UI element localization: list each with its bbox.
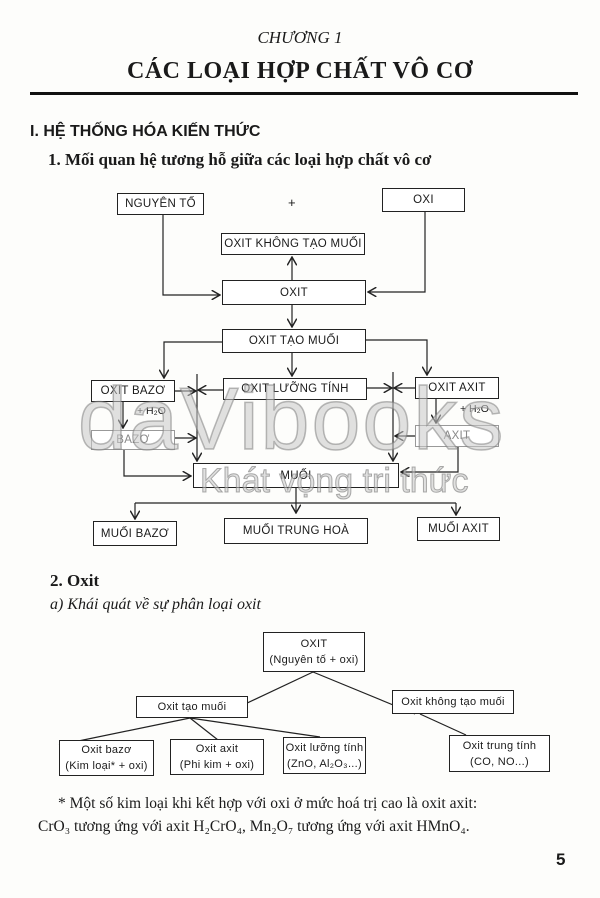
box-oxit-trung-tinh: Oxit trung tính (CO, NO...) — [449, 735, 550, 772]
box-oxit-luong-tinh: OXIT LƯỠNG TÍNH — [223, 378, 367, 400]
axit-line2: (Phi kim + oxi) — [179, 759, 255, 771]
bazo-line2: (Kim loại* + oxi) — [65, 760, 148, 772]
section-heading: I. HỆ THỐNG HÓA KIẾN THỨC — [30, 123, 261, 140]
box-muoi-bazo: MUỐI BAZƠ — [93, 521, 177, 546]
page-number: 5 — [556, 850, 566, 869]
box-muoi: MUỐI — [193, 463, 399, 488]
chapter-title: CÁC LOẠI HỢP CHẤT VÔ CƠ — [127, 58, 473, 84]
section-oxit-subheading: a) Khái quát về sự phân loại oxit — [50, 596, 261, 613]
box-nguyen-to: NGUYÊN TỐ — [117, 193, 204, 215]
box-muoi-trung-hoa: MUỐI TRUNG HOÀ — [224, 518, 368, 544]
label-h2o-right: + H₂O — [460, 403, 489, 415]
section-oxit-heading: 2. Oxit — [50, 571, 100, 590]
box-oxit-tao-muoi-2: Oxit tạo muối — [136, 696, 248, 718]
box-oxit: OXIT — [222, 280, 366, 305]
luong-tinh-line2: (ZnO, Al₂O₃...) — [287, 757, 362, 770]
box-oxit-bazo: OXIT BAZƠ — [91, 380, 175, 402]
box-oxi: OXI — [382, 188, 465, 212]
box-muoi-axit: MUỐI AXIT — [417, 517, 500, 541]
luong-tinh-line1: Oxit lưỡng tính — [285, 741, 364, 754]
trung-tinh-line2: (CO, NO...) — [470, 755, 529, 768]
subsection-heading: 1. Mối quan hệ tương hỗ giữa các loại hợ… — [48, 150, 432, 169]
axit-line1: Oxit axit — [195, 743, 239, 755]
title-rule — [30, 92, 578, 95]
footnote-line2: CrO₃ tương ứng với axit H₂CrO₄, Mn₂O₇ tư… — [38, 818, 470, 835]
box-oxit-tao-muoi: OXIT TẠO MUỐI — [222, 329, 366, 353]
footnote-line1: * Một số kim loại khi kết hợp với oxi ở … — [58, 795, 478, 812]
box-oxit-bazo-2: Oxit bazơ (Kim loại* + oxi) — [59, 740, 154, 776]
box-oxit-khong-tao-muoi: OXIT KHÔNG TẠO MUỐI — [221, 233, 365, 255]
root-line2: (Nguyên tố + oxi) — [269, 654, 359, 666]
label-h2o-left: + H₂O — [137, 405, 166, 417]
box-oxit-root: OXIT (Nguyên tố + oxi) — [263, 632, 365, 672]
box-oxit-axit: OXIT AXIT — [415, 377, 499, 399]
box-bazo: BAZƠ — [91, 430, 175, 450]
trung-tinh-line1: Oxit trung tính — [462, 739, 537, 752]
chapter-label: CHƯƠNG 1 — [257, 28, 343, 47]
box-oxit-luong-tinh-2: Oxit lưỡng tính (ZnO, Al₂O₃...) — [283, 737, 366, 774]
box-axit: AXIT — [415, 425, 499, 447]
root-line1: OXIT — [300, 638, 328, 650]
bazo-line1: Oxit bazơ — [81, 744, 132, 756]
box-oxit-axit-2: Oxit axit (Phi kim + oxi) — [170, 739, 264, 775]
box-oxit-khong-tao-muoi-2: Oxit không tạo muối — [392, 690, 514, 714]
plus-sign: + — [288, 195, 296, 210]
